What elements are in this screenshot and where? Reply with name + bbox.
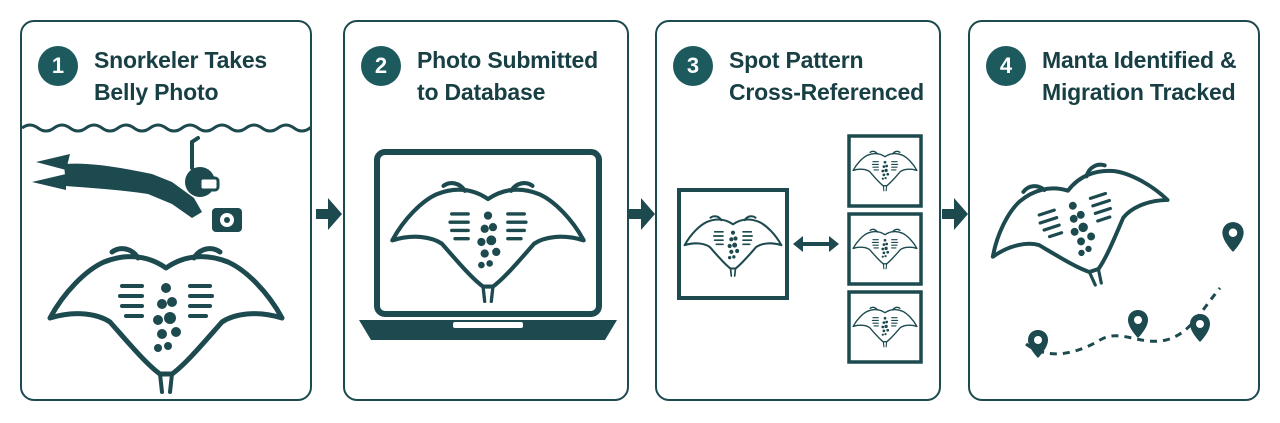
location-pin-icon bbox=[1028, 330, 1048, 358]
manta-match-thumbnail-icon bbox=[847, 212, 923, 286]
arrow-right-icon bbox=[629, 198, 655, 230]
manta-match-thumbnail-icon bbox=[847, 134, 923, 208]
step-1-number-badge: 1 bbox=[38, 46, 78, 86]
location-pin-icon bbox=[1190, 314, 1210, 342]
step-4-title-line-1: Manta Identified & bbox=[1042, 47, 1237, 73]
dashed-route-icon bbox=[1025, 287, 1222, 356]
step-4-title: Manta Identified & Migration Tracked bbox=[1042, 44, 1237, 108]
double-arrow-icon bbox=[793, 236, 839, 252]
manta-ray-icon bbox=[50, 249, 282, 392]
step-3-illustration bbox=[677, 134, 923, 364]
step-2-title: Photo Submitted to Database bbox=[417, 44, 598, 108]
step-4-number-badge: 4 bbox=[986, 46, 1026, 86]
step-2-title-line-2: to Database bbox=[417, 79, 546, 105]
manta-belly-icon bbox=[677, 188, 789, 300]
manta-match-thumbnail-icon bbox=[847, 290, 923, 364]
arrow-right-icon bbox=[316, 198, 342, 230]
step-2-number-badge: 2 bbox=[361, 46, 401, 86]
step-1-title: Snorkeler Takes Belly Photo bbox=[94, 44, 267, 108]
step-2-panel: 2 Photo Submitted to Database bbox=[343, 20, 629, 401]
location-pin-icon bbox=[1222, 222, 1244, 252]
step-3-title-line-2: Cross-Referenced bbox=[729, 79, 924, 105]
step-4-illustration bbox=[970, 22, 1244, 358]
step-1-title-line-1: Snorkeler Takes bbox=[94, 47, 268, 73]
step-1-title-line-2: Belly Photo bbox=[94, 79, 219, 105]
manta-ray-icon bbox=[976, 148, 1186, 313]
step-1-panel: 1 Snorkeler Takes Belly Photo bbox=[20, 20, 312, 401]
snorkeler-icon bbox=[32, 136, 220, 218]
step-4-title-line-2: Migration Tracked bbox=[1042, 79, 1236, 105]
location-pin-icon bbox=[1128, 310, 1148, 338]
step-3-panel: 3 Spot Pattern Cross-Referenced bbox=[655, 20, 941, 401]
step-3-title: Spot Pattern Cross-Referenced bbox=[729, 44, 924, 108]
step-4-panel: 4 Manta Identified & Migration Tracked bbox=[968, 20, 1260, 401]
step-1-illustration bbox=[22, 123, 310, 401]
step-3-number-badge: 3 bbox=[673, 46, 713, 86]
step-3-title-line-1: Spot Pattern bbox=[729, 47, 864, 73]
camera-icon bbox=[212, 208, 242, 232]
arrow-right-icon bbox=[942, 198, 968, 230]
step-2-title-line-1: Photo Submitted bbox=[417, 47, 598, 73]
step-2-illustration bbox=[359, 149, 617, 340]
water-wave-icon bbox=[22, 123, 310, 133]
